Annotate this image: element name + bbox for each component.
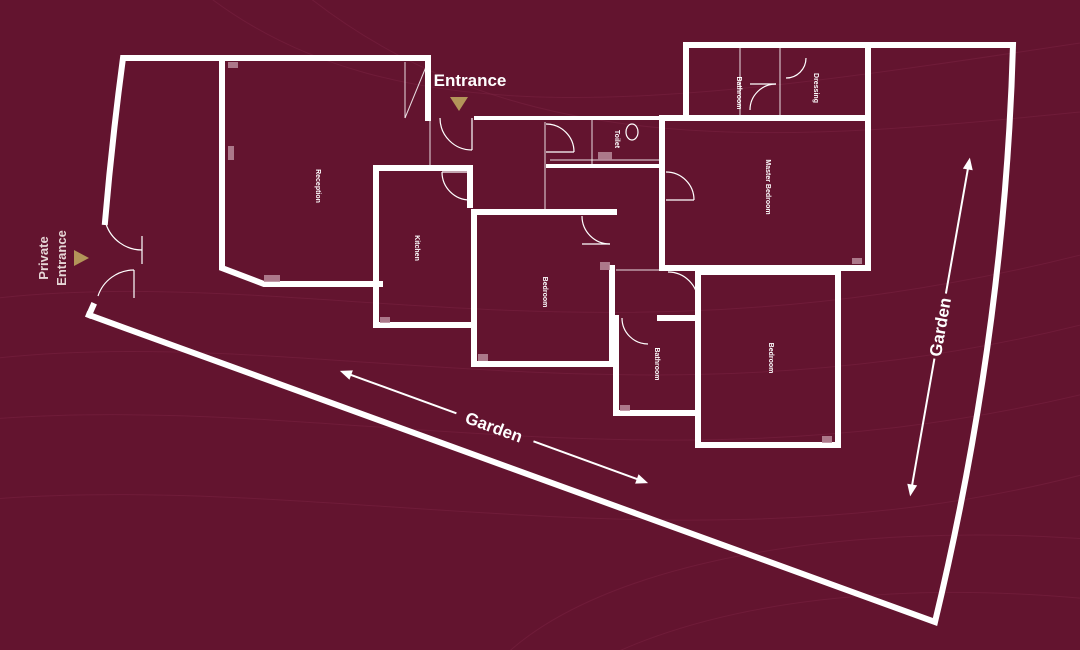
corridor [429,116,664,210]
bedroom-right-label: Bedroom [767,343,774,374]
outer-boundary [85,42,1017,626]
reception-label: Reception [314,169,321,203]
private-entrance-label: Private Entrance [36,230,69,286]
bedroom-right-room [695,269,841,448]
bedroom-center-label: Bedroom [541,277,548,308]
garden-right-label: Garden [926,296,955,358]
toilet-icon [625,123,639,141]
private-entrance-door [97,223,143,298]
private-entrance-line1: Private [36,236,51,279]
private-entrance-line2: Entrance [54,230,69,286]
bedroom-center-room [471,209,617,367]
garden-right-annotation: Garden [907,157,973,497]
triangle-down-icon [450,97,468,111]
bathroom-center-room [613,269,701,416]
bathroom-top-label: Bathroom [735,76,742,109]
kitchen-room [373,165,473,328]
master-suite-top [659,42,871,208]
toilet-label: Toilet [613,130,620,149]
master-bedroom-room [659,115,871,271]
kitchen-label: Kitchen [413,235,420,261]
reception-room [219,55,431,287]
triangle-right-icon [74,250,89,266]
dressing-label: Dressing [812,73,819,103]
entrance-label: Entrance [434,71,507,90]
double-arrow-icon [339,370,353,380]
double-arrow-icon [907,483,918,497]
garden-bottom-label: Garden [463,408,525,446]
master-bedroom-label: Master Bedroom [764,159,771,214]
bathroom-center-label: Bathroom [653,347,660,380]
toilet-room [546,120,662,168]
